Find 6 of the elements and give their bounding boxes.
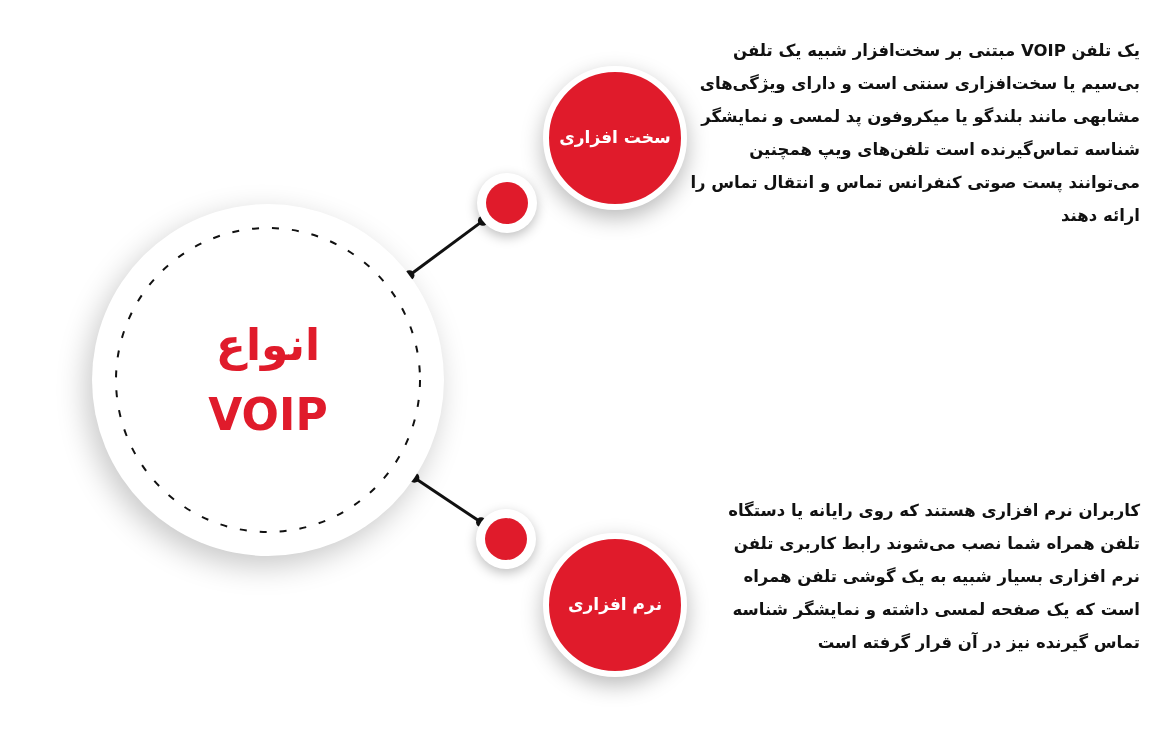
title-text: انواع VOIP: [207, 318, 329, 442]
description-text: یک تلفن VOIP مبتنی بر سخت‌افزار شبیه یک تلفن بی‌سیم یا سخت‌افزاری سنتی است و دارای ویژگی‌های مشابهی مانند بلندگو یا میکروفون پد لمسی و نمایشگر شناسه تماس‌گیرنده است تلفن‌های ویپ همچنین می‌توانند پست صوتی کنفرانس تماس و انتقال تماس را ارائه دهند: [689, 40, 1140, 227]
category-label: سخت افزاری: [559, 126, 671, 150]
description-text: کاربران نرم افزاری هستند که روی رایانه یا دستگاه تلفن همراه شما نصب می‌شوند رابط کاربری تلفن نرم افزاری بسیار شبیه به یک گوشی تلفن همراه است که یک صفحه لمسی داشته و نمایشگر شناسه تماس گیرنده نیز در آن قرار گرفته است: [727, 500, 1140, 654]
category-label: نرم افزاری: [567, 593, 663, 617]
connector-line: [404, 215, 488, 281]
